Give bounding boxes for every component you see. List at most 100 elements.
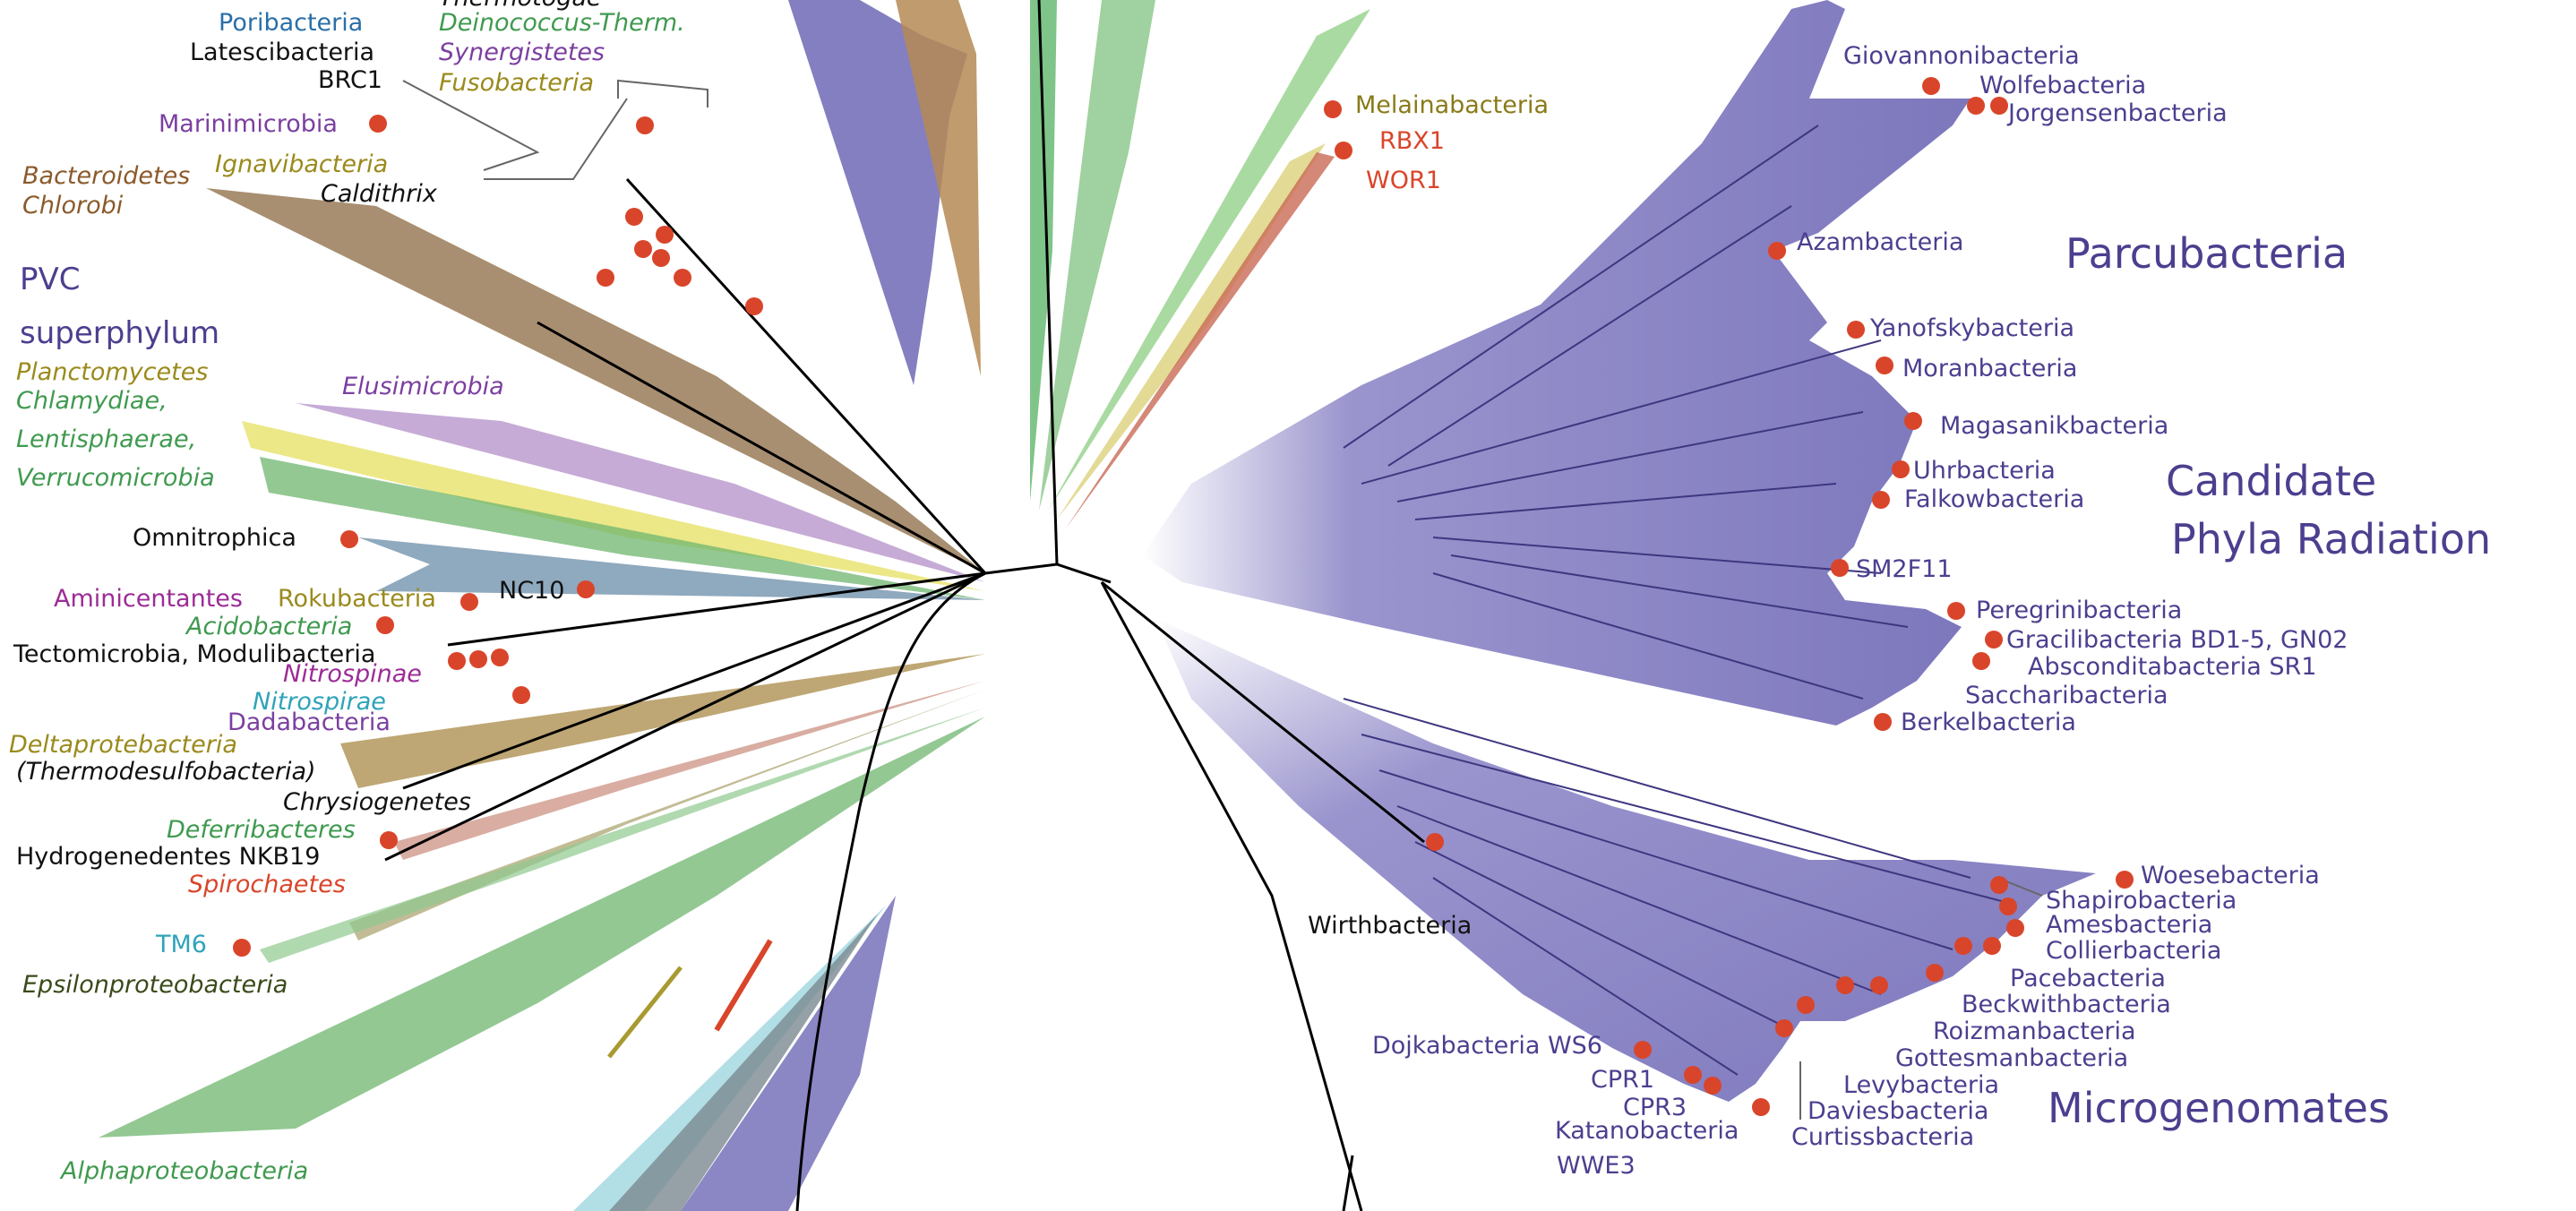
label-cpr1: CPR1 [1591, 1066, 1654, 1094]
omnitrophica-wedge [358, 537, 985, 600]
label-candidate: Candidate [2166, 457, 2376, 505]
label-deltaproteobacteria: Deltaprotebacteria [9, 731, 237, 759]
label-daviesbacteria: Daviesbacteria [1807, 1097, 1988, 1125]
parcubacteria-wedge [1142, 0, 1971, 726]
label-yanofskybacteria: Yanofskybacteria [1869, 314, 2074, 342]
label-collierbacteria: Collierbacteria [2046, 937, 2221, 965]
top-green-wedge-3 [1048, 9, 1370, 511]
label-sm2f11: SM2F11 [1856, 555, 1953, 583]
label-dojkabacteria: Dojkabacteria WS6 [1372, 1032, 1602, 1060]
label-lentisphaerae: Lentisphaerae, [16, 425, 196, 453]
label-wor1: WOR1 [1366, 167, 1441, 194]
epsilon-wedge [260, 708, 985, 963]
label-falkowbacteria: Falkowbacteria [1904, 485, 2084, 513]
label-tm6: TM6 [155, 931, 207, 958]
bottom-cyan-wedge [573, 905, 887, 1211]
label-ignavibacteria: Ignavibacteria [215, 150, 388, 178]
label-levybacteria: Levybacteria [1843, 1071, 1999, 1099]
label-chlamydiae: Chlamydiae, [16, 387, 167, 415]
label-rbx1: RBX1 [1379, 127, 1445, 155]
label-bacteroidetes: Bacteroidetes [22, 162, 190, 190]
label-deferribacteres: Deferribacteres [167, 816, 356, 844]
label-rokubacteria: Rokubacteria [278, 585, 436, 613]
label-thermodesulfobacteria: (Thermodesulfobacteria) [16, 758, 316, 786]
label-woesebacteria: Woesebacteria [2141, 862, 2320, 889]
label-hydrogenedentes: Hydrogenedentes NKB19 [16, 843, 320, 871]
delta-wedge [340, 654, 985, 788]
label-fusobacteria: Fusobacteria [439, 69, 594, 97]
alpha-wedge [99, 717, 985, 1138]
label-giovannonibacteria: Giovannonibacteria [1843, 42, 2080, 70]
label-dadabacteria: Dadabacteria [228, 709, 391, 736]
label-superphylum: superphylum [20, 315, 219, 351]
label-amesbacteria: Amesbacteria [2046, 911, 2212, 939]
label-alphaproteobacteria: Alphaproteobacteria [59, 1157, 308, 1185]
label-tectomicrobia: Tectomicrobia, Modulibacteria [13, 640, 375, 668]
label-berkelbacteria: Berkelbacteria [1901, 709, 2076, 736]
label-azambacteria: Azambacteria [1797, 228, 1963, 256]
hydrogenedentes-wedge [349, 690, 985, 940]
label-wolfebacteria: Wolfebacteria [1979, 72, 2146, 99]
label-uhrbacteria: Uhrbacteria [1913, 457, 2056, 485]
label-chlorobi: Chlorobi [22, 192, 124, 219]
bottom-gray-wedge [609, 914, 878, 1211]
label-pacebacteria: Pacebacteria [2010, 965, 2166, 992]
label-aminicentantes: Aminicentantes [54, 585, 243, 613]
label-marinimicrobia: Marinimicrobia [159, 110, 338, 138]
red-dots [233, 77, 2134, 1116]
label-gracilibacteria: Gracilibacteria BD1-5, GN02 [2006, 626, 2348, 654]
label-peregrinibacteria: Peregrinibacteria [1976, 597, 2182, 624]
label-absconditabacteria: Absconditabacteria SR1 [2028, 653, 2316, 681]
label-brc1: BRC1 [318, 66, 382, 94]
label-thermotogae: Thermotogae [439, 0, 602, 12]
label-jorgensenbacteria: Jorgensenbacteria [2006, 99, 2228, 127]
label-nitrospirae: Nitrospirae [253, 688, 386, 716]
label-wwe3: WWE3 [1557, 1152, 1636, 1180]
bottom-blue-wedge [681, 896, 896, 1211]
clade-wedges [99, 0, 2096, 1211]
label-poribacteria: Poribacteria [219, 9, 363, 37]
label-gottesmanbacteria: Gottesmanbacteria [1895, 1044, 2128, 1072]
top-green-wedge-1 [1030, 0, 1057, 502]
label-phyla-radiation: Phyla Radiation [2171, 515, 2491, 563]
label-cpr3: CPR3 [1623, 1094, 1687, 1121]
bottom-olive-line [607, 966, 683, 1059]
label-acidobacteria: Acidobacteria [185, 613, 352, 640]
top-brown-wedge [896, 0, 981, 376]
label-synergistetes: Synergistetes [439, 39, 605, 66]
top-green-wedge-2 [1039, 0, 1155, 511]
label-nitrospinae: Nitrospinae [283, 660, 422, 688]
pvc-yellow-wedge [242, 421, 985, 591]
top-red-wedge [1066, 152, 1335, 528]
label-curtissbacteria: Curtissbacteria [1791, 1123, 1974, 1151]
tree-branches [384, 0, 1425, 1211]
label-moranbacteria: Moranbacteria [1902, 355, 2077, 382]
label-magasanikbacteria: Magasanikbacteria [1940, 412, 2168, 440]
label-verrucomicrobia: Verrucomicrobia [16, 464, 215, 492]
label-katanobacteria: Katanobacteria [1555, 1117, 1739, 1145]
elusimicrobia-wedge [296, 403, 985, 582]
label-caldithrix: Caldithrix [321, 180, 438, 208]
spirochaetes-wedge [394, 681, 985, 860]
pvc-green-wedge [260, 457, 985, 600]
label-chrysiogenetes: Chrysiogenetes [283, 788, 471, 816]
top-olive-wedge [1057, 143, 1326, 520]
label-beckwithbacteria: Beckwithbacteria [1962, 991, 2171, 1018]
label-latescibacteria: Latescibacteria [190, 39, 374, 66]
label-roizmanbacteria: Roizmanbacteria [1933, 1018, 2136, 1045]
bottom-red-line [714, 939, 773, 1032]
label-parcubacteria: Parcubacteria [2065, 229, 2348, 278]
clade-labels: Poribacteria Latescibacteria BRC1 Thermo… [9, 0, 2491, 1185]
label-brackets [402, 79, 2043, 1120]
label-spirochaetes: Spirochaetes [188, 871, 346, 898]
label-melainabacteria: Melainabacteria [1355, 91, 1549, 119]
label-planctomycetes: Planctomycetes [16, 358, 208, 386]
label-omnitrophica: Omnitrophica [133, 524, 296, 552]
label-microgenomates: Microgenomates [2048, 1084, 2390, 1132]
label-wirthbacteria: Wirthbacteria [1308, 912, 1472, 940]
label-pvc: PVC [20, 262, 81, 297]
label-epsilonproteobacteria: Epsilonproteobacteria [22, 971, 288, 999]
cpr-lines [1343, 125, 2016, 1076]
